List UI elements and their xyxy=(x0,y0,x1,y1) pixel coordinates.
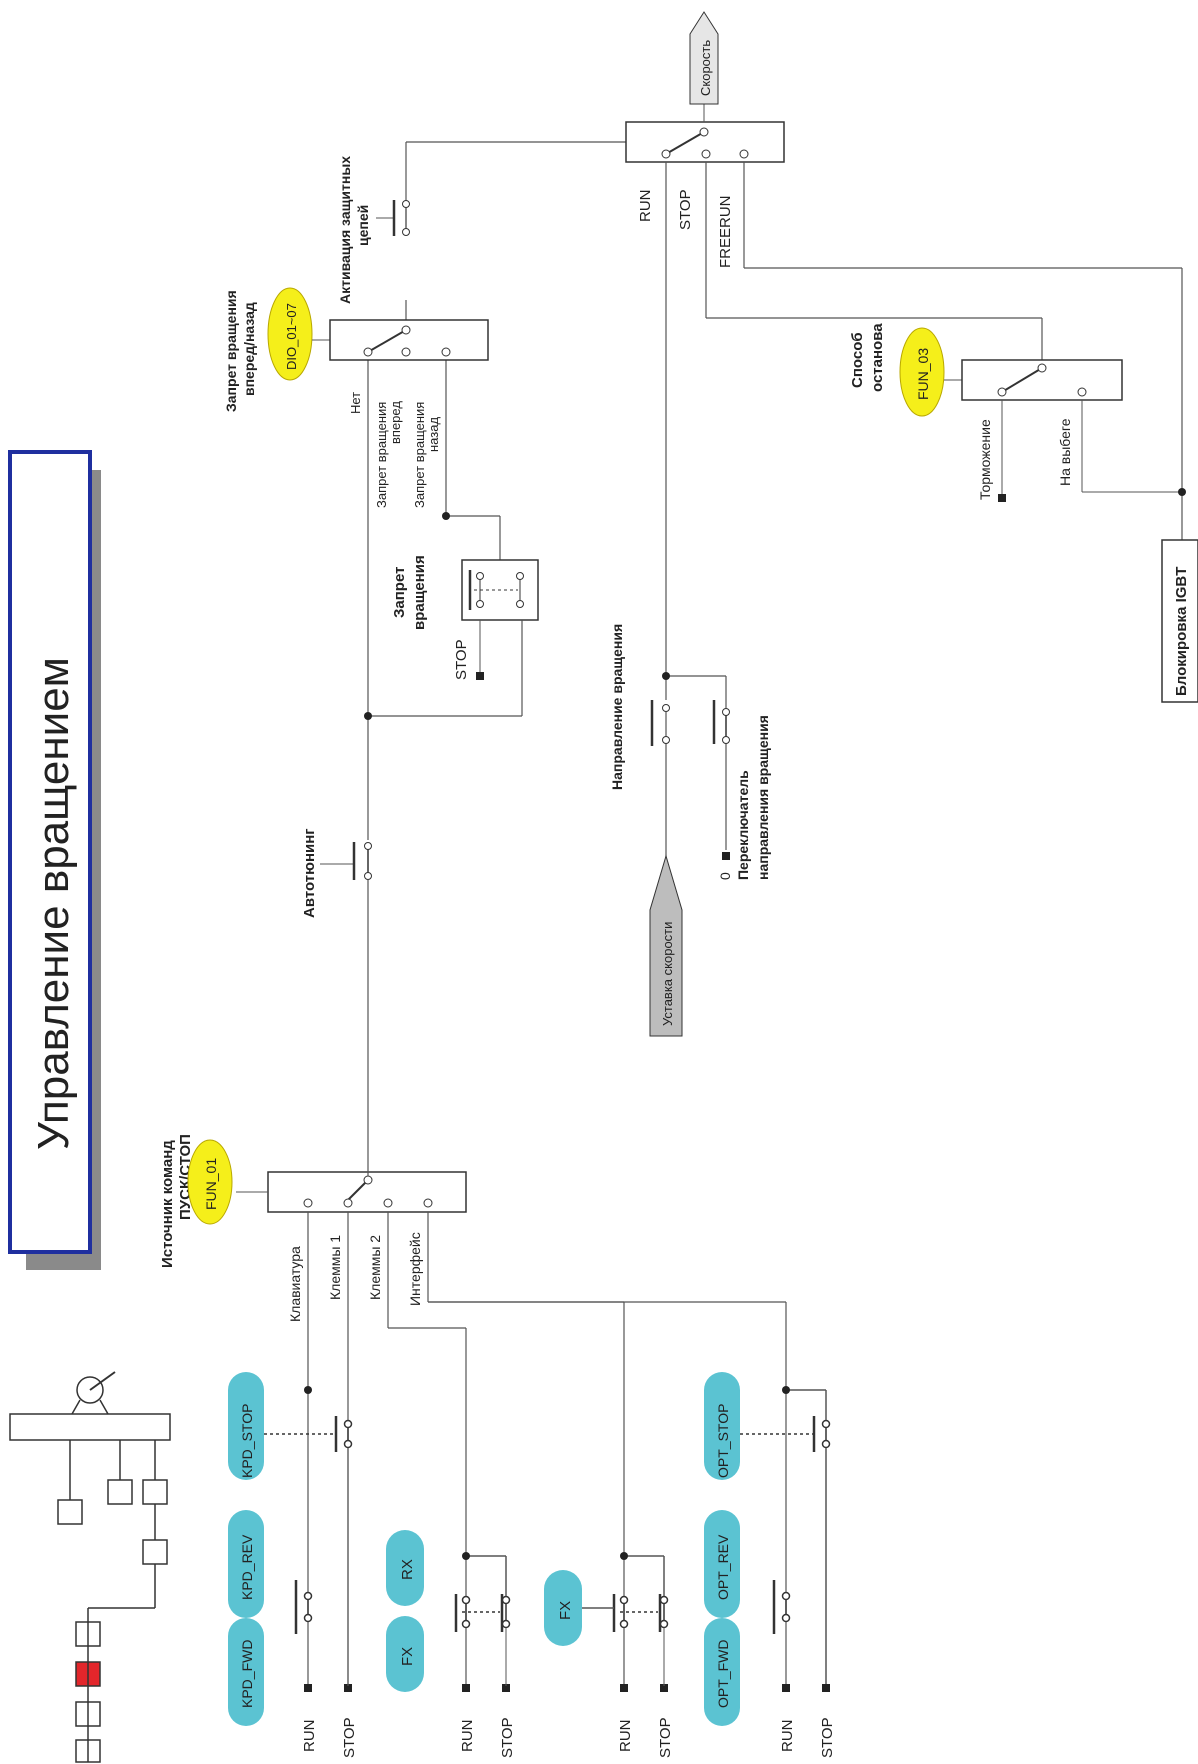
speed-setpoint: Уставка скорости xyxy=(649,854,683,1037)
mini-map-block[interactable] xyxy=(142,1539,168,1565)
output-selector: Скорость RUN STOP FREERUN xyxy=(625,11,785,268)
protection-switch: Активация защитных цепей xyxy=(337,156,410,304)
mini-map-block[interactable] xyxy=(57,1499,83,1525)
main-signal-path xyxy=(367,141,626,1176)
protection-label-2: цепей xyxy=(355,205,371,246)
stop-method-input-coast: На выбеге xyxy=(1057,418,1073,486)
speed-output-label: Скорость xyxy=(698,40,713,96)
direction-switch-label-2: направления вращения xyxy=(755,715,771,880)
rotation-inhibit-switch: Запрет вращения STOP xyxy=(391,555,539,716)
speed-path-wires xyxy=(665,162,1183,860)
fwdrev-input-rev-1: Запрет вращения xyxy=(412,402,427,508)
kpd-fwd-button[interactable] xyxy=(228,1618,264,1726)
mini-map-bus xyxy=(9,1413,171,1441)
fwdrev-param-badge[interactable] xyxy=(267,287,313,381)
stop-method-input-braking: Торможение xyxy=(977,419,993,500)
direction-switch: Направление вращения 0 Переключатель нап… xyxy=(609,624,771,880)
source-input-terminals1: Клеммы 1 xyxy=(327,1235,343,1300)
opt-stop-terminal-label: STOP xyxy=(819,1717,836,1758)
t2-run-label: RUN xyxy=(617,1720,634,1753)
autotuning-switch: Автотюнинг xyxy=(301,828,372,918)
t2-stop-label: STOP xyxy=(657,1717,674,1758)
t1-fx-button[interactable] xyxy=(386,1616,424,1692)
opt-fwd-button[interactable] xyxy=(704,1618,740,1726)
page-title: Управление вращением xyxy=(29,657,78,1150)
terminals2-group: FX RUN STOP xyxy=(544,1552,674,1758)
mini-map-block[interactable] xyxy=(107,1479,133,1505)
stop-method-param-badge[interactable] xyxy=(899,327,945,417)
fwdrev-input-fwd-2: вперед xyxy=(388,401,403,444)
t2-fx-button[interactable] xyxy=(544,1570,582,1646)
protection-label-1: Активация защитных xyxy=(337,156,353,304)
t1-rx-button[interactable] xyxy=(386,1530,424,1606)
fwdrev-param: DIO_01~07 xyxy=(284,303,299,370)
inhibit-label-2: вращения xyxy=(411,555,428,630)
output-input-freerun: FREERUN xyxy=(717,195,734,268)
t1-run-label: RUN xyxy=(459,1720,476,1753)
command-source-selector: Источник команд ПУСК/СТОП FUN_01 Клавиат… xyxy=(159,1134,467,1322)
opt-rev-label: OPT_REV xyxy=(715,1534,731,1600)
inhibit-label-1: Запрет xyxy=(391,567,408,618)
kpd-stop-button[interactable] xyxy=(228,1372,264,1480)
navigation-mini-map xyxy=(9,1371,171,1763)
kpd-fwd-label: KPD_FWD xyxy=(239,1640,255,1708)
stop-method-param: FUN_03 xyxy=(915,348,931,400)
source-input-interface: Интерфейс xyxy=(407,1232,423,1306)
stop-method-label-1: Способ xyxy=(849,332,866,388)
stop-method-label-2: останова xyxy=(869,323,886,392)
igbt-block: Блокировка IGBT xyxy=(1161,539,1198,703)
opt-rev-button[interactable] xyxy=(704,1510,740,1618)
kpd-rev-label: KPD_REV xyxy=(239,1534,255,1600)
source-label-1: Источник команд xyxy=(159,1140,176,1268)
mini-map-block[interactable] xyxy=(142,1479,168,1505)
output-input-stop: STOP xyxy=(677,189,694,230)
source-input-terminals2: Клеммы 2 xyxy=(367,1235,383,1300)
fwd-rev-inhibit-selector: Запрет вращения вперед/назад DIO_01~07 Н… xyxy=(223,287,489,508)
fwdrev-input-none: Нет xyxy=(348,392,363,414)
fwdrev-label-1: Запрет вращения xyxy=(223,290,239,412)
fwdrev-label-2: вперед/назад xyxy=(241,302,257,396)
fwdrev-input-rev-2: назад xyxy=(426,417,441,452)
title-frame xyxy=(8,450,92,1254)
terminals1-group: FX RX RUN STOP xyxy=(386,1530,516,1758)
kpd-run-label: RUN xyxy=(301,1720,318,1753)
kpd-rev-button[interactable] xyxy=(228,1510,264,1618)
igbt-label: Блокировка IGBT xyxy=(1173,567,1190,696)
speed-setpoint-arrow xyxy=(649,854,683,1037)
t1-fx-label: FX xyxy=(399,1647,416,1666)
t1-rx-label: RX xyxy=(399,1559,416,1580)
opt-stop-label: OPT_STOP xyxy=(715,1404,731,1478)
output-input-run: RUN xyxy=(637,190,654,223)
opt-run-label: RUN xyxy=(779,1720,796,1753)
direction-zero: 0 xyxy=(717,872,733,880)
speed-setpoint-label: Уставка скорости xyxy=(660,922,675,1026)
kpd-stop-terminal-label: STOP xyxy=(341,1717,358,1758)
source-input-keypad: Клавиатура xyxy=(287,1246,303,1322)
stop-method-selector: Способ останова FUN_03 Торможение На выб… xyxy=(849,323,1186,502)
source-param: FUN_01 xyxy=(203,1158,219,1210)
title-block: Управление вращением xyxy=(8,450,101,1270)
inhibit-stop-label: STOP xyxy=(453,639,470,680)
t2-fx-label: FX xyxy=(557,1601,574,1620)
direction-label: Направление вращения xyxy=(609,624,625,790)
autotuning-label: Автотюнинг xyxy=(301,828,318,918)
t1-stop-label: STOP xyxy=(499,1717,516,1758)
speed-output-arrow xyxy=(689,11,719,105)
kpd-stop-label: KPD_STOP xyxy=(239,1404,255,1478)
source-param-badge[interactable] xyxy=(187,1139,233,1225)
opt-stop-button[interactable] xyxy=(704,1372,740,1480)
fwdrev-input-fwd-1: Запрет вращения xyxy=(374,402,389,508)
source-switch-contact xyxy=(347,1179,369,1201)
keypad-group: KPD_FWD KPD_REV KPD_STOP RUN STOP xyxy=(228,1372,358,1758)
igbt-box xyxy=(1161,539,1198,703)
direction-switch-label-1: Переключатель xyxy=(735,770,751,880)
opt-fwd-label: OPT_FWD xyxy=(715,1640,731,1708)
option-group: OPT_FWD OPT_REV OPT_STOP RUN STOP xyxy=(704,1372,836,1758)
